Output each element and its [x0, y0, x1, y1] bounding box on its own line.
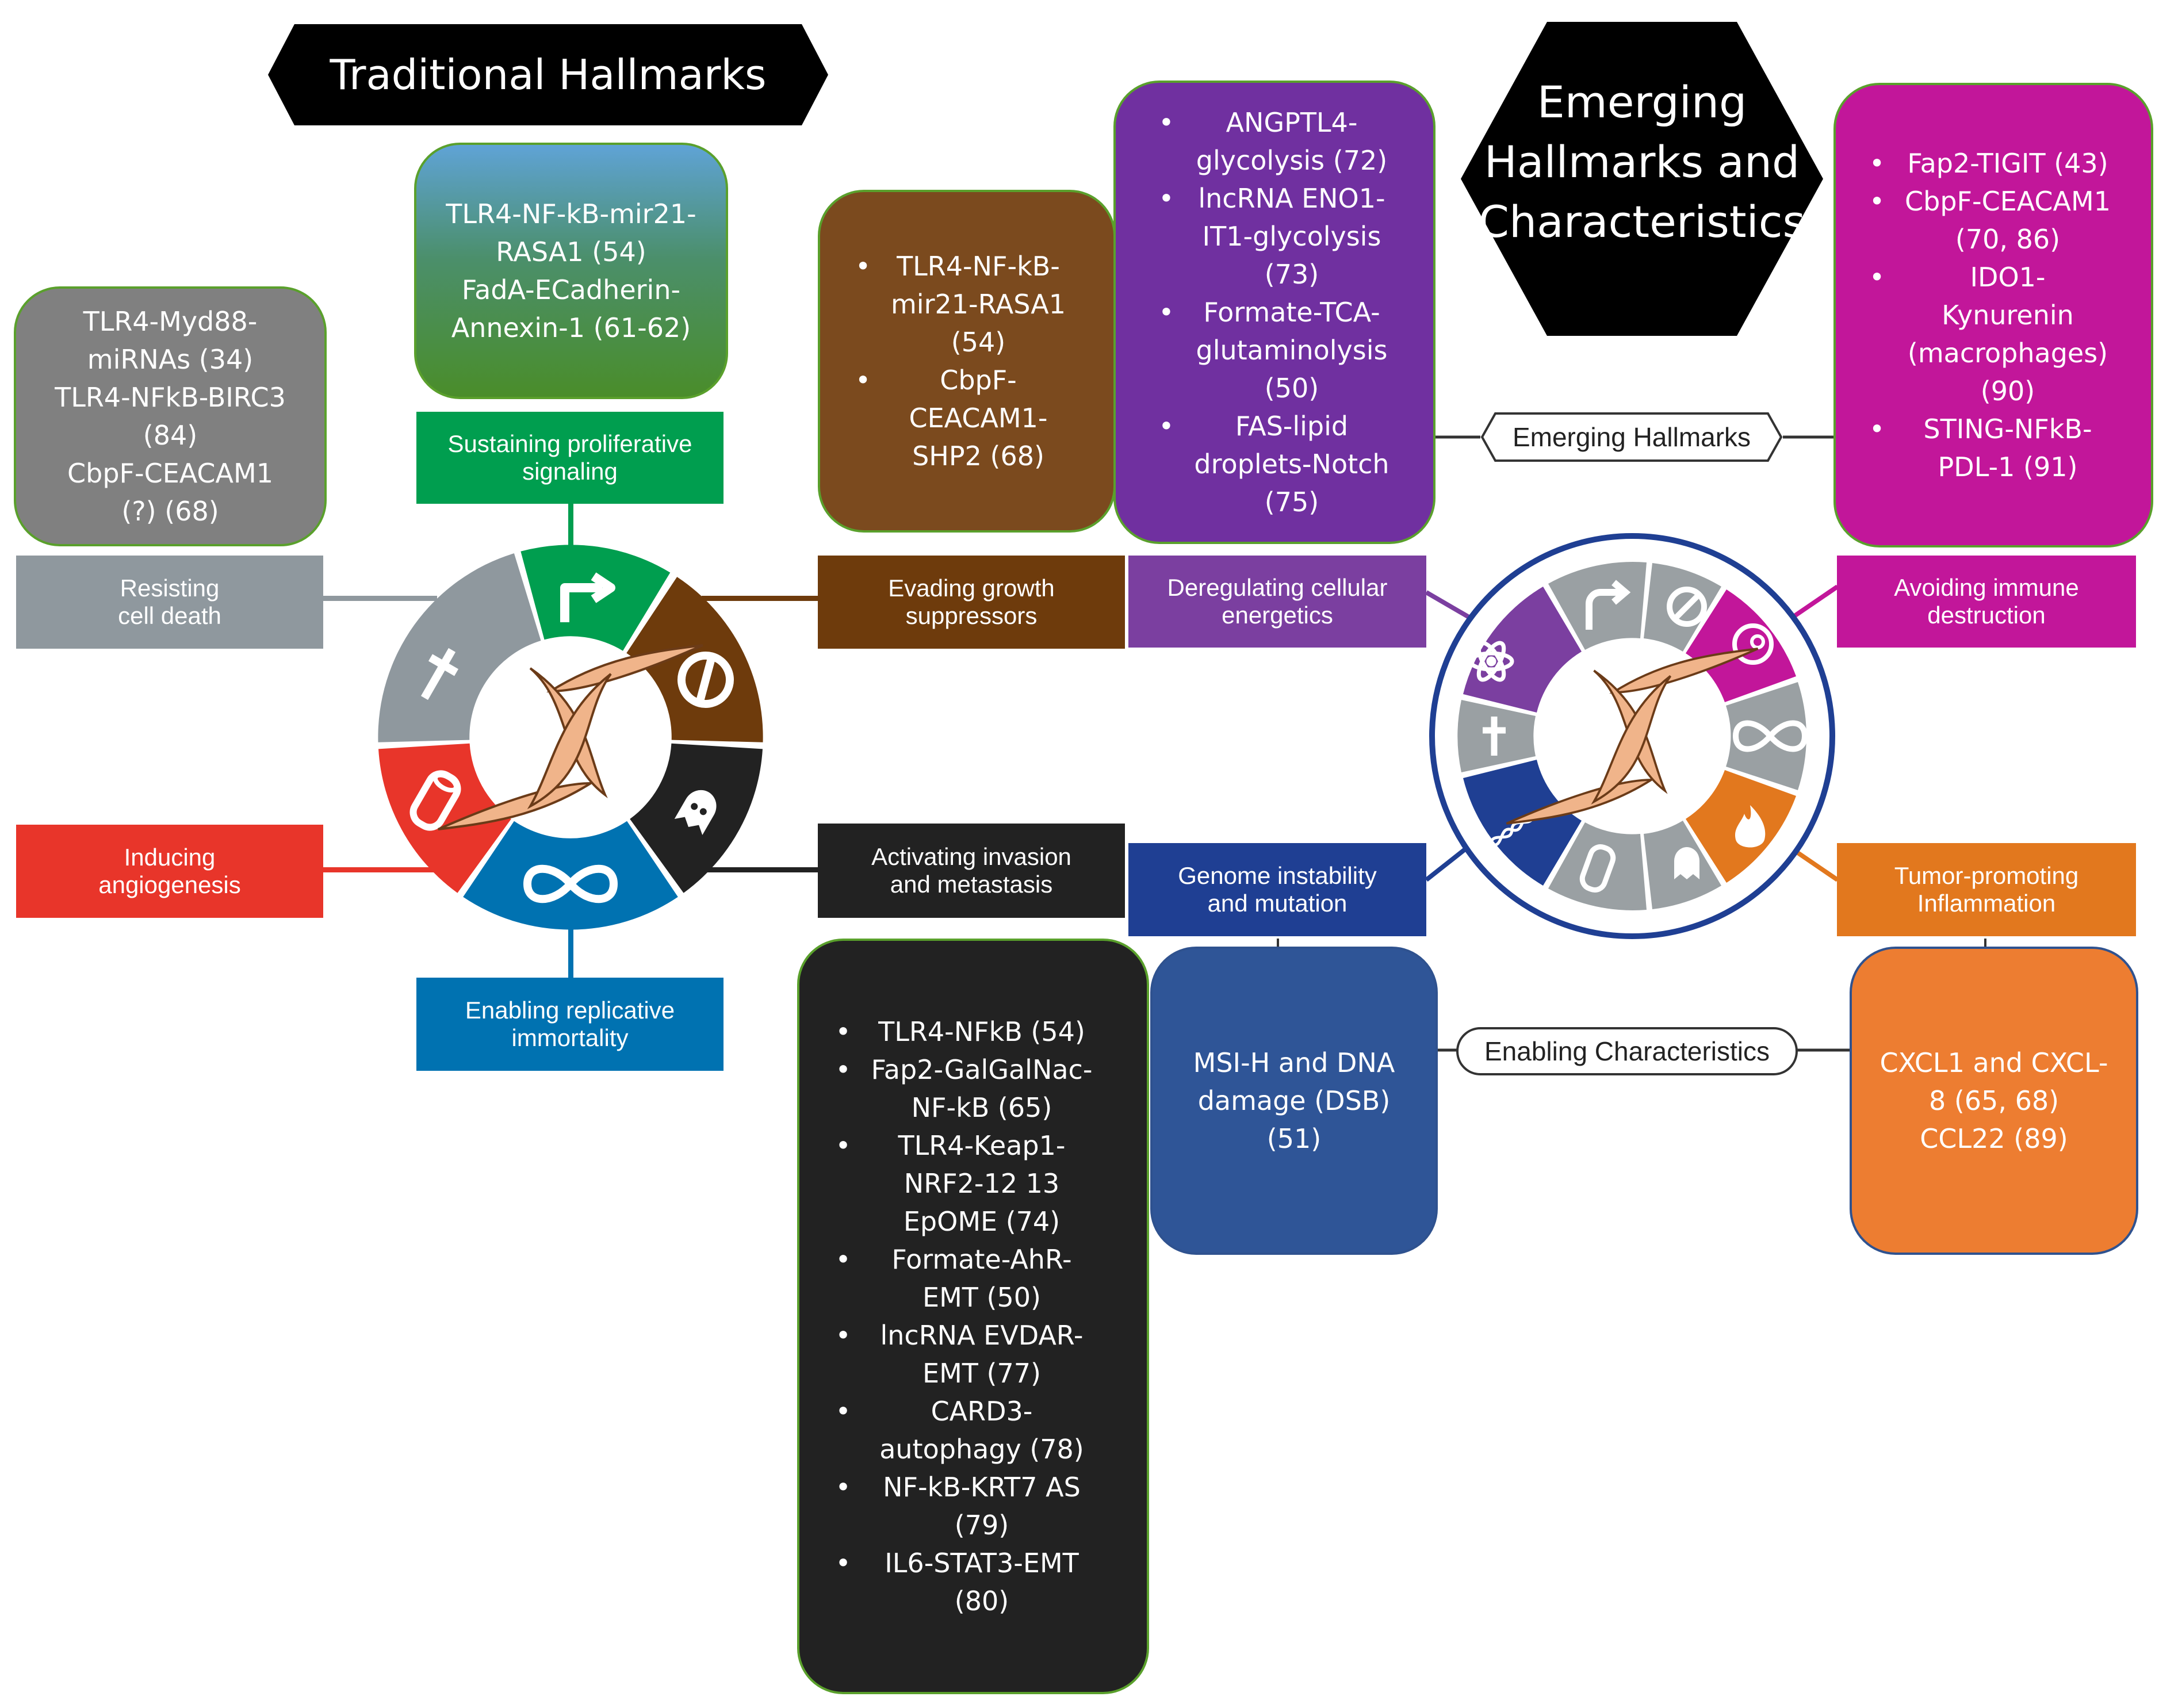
box-evading-growth-suppressors: TLR4-NF-kB- mir21-RASA1 (54) CbpF- CEACA… [818, 190, 1116, 533]
dna-icon [438, 644, 703, 830]
list-item: CbpF- CEACAM1- SHP2 (68) [851, 361, 1066, 475]
label-inducing-angiogenesis: Inducing angiogenesis [16, 825, 323, 918]
list-item: lncRNA ENO1- IT1-glycolysis (73) [1154, 179, 1389, 293]
emerging-segment-energetics [1463, 587, 1582, 713]
vessel-icon [409, 770, 461, 831]
list-item: TLR4-Keap1- NRF2-12 13 EpOME (74) [831, 1127, 1093, 1240]
list-item: CbpF-CEACAM1 (70, 86) [1865, 182, 2111, 258]
label-deregulating-energetics: Deregulating cellular energetics [1128, 556, 1426, 648]
enabling-characteristics-pill: Enabling Characteristics [1456, 1027, 1798, 1075]
list-item: TLR4-NF-kB- mir21-RASA1 (54) [851, 247, 1066, 361]
emerging-title-line-1: Emerging [1537, 76, 1747, 128]
flame-icon [1735, 805, 1766, 848]
emerging-hallmarks-pill: Emerging Hallmarks [1480, 412, 1783, 462]
emerging-blocked-icon [1667, 587, 1707, 627]
emerging-infinity-icon [1732, 720, 1808, 752]
box-avoiding-immune-destruction: Fap2-TIGIT (43) CbpF-CEACAM1 (70, 86) ID… [1833, 83, 2153, 547]
emerging-title-line-2: Hallmarks and [1484, 136, 1800, 187]
arrow-icon [560, 572, 615, 622]
label-activating-invasion: Activating invasion and metastasis [818, 824, 1125, 918]
box-sustaining-signaling: TLR4-NF-kB-mir21- RASA1 (54) FadA-ECadhe… [414, 143, 728, 399]
connector-immortality [568, 918, 573, 981]
connector-activating [707, 867, 820, 872]
connector-sustaining [568, 500, 573, 558]
emerging-segment-immortality [1726, 682, 1806, 790]
list-item: FAS-lipid droplets-Notch (75) [1154, 407, 1389, 521]
emerging-arrow-icon [1586, 580, 1631, 630]
connector-resisting [322, 596, 437, 601]
wheel-segment-immortality [463, 821, 678, 930]
wheel-segment-resisting [378, 553, 541, 742]
list-item: TLR4-NFkB (54) [831, 1013, 1093, 1051]
ghost-icon [674, 790, 717, 835]
immune-cell-icon [1732, 623, 1774, 665]
list-item: Fap2-GalGalNac- NF-kB (65) [831, 1051, 1093, 1127]
connector-angiogenesis [322, 867, 437, 872]
traditional-hallmarks-wheel [378, 545, 763, 930]
emerging-title-line-3: Characteristics [1478, 196, 1806, 247]
cross-icon [420, 648, 459, 700]
emerging-hallmarks-header: Emerging Hallmarks and Characteristics [1461, 22, 1823, 336]
label-genome-instability: Genome instability and mutation [1128, 843, 1426, 936]
box-tumor-promoting-inflammation: CXCL1 and CXCL- 8 (65, 68) CCL22 (89) [1850, 947, 2138, 1255]
label-resisting-cell-death: Resisting cell death [16, 556, 323, 649]
atom-icon [1468, 641, 1514, 682]
emerging-dna-icon [1506, 648, 1759, 825]
emerging-ghost-icon [1674, 847, 1699, 879]
list-item: ANGPTL4- glycolysis (72) [1154, 104, 1389, 179]
infinity-icon [523, 864, 618, 903]
emerging-cross-icon [1483, 717, 1506, 756]
list-item: Formate-AhR- EMT (50) [831, 1240, 1093, 1316]
label-sustaining-signaling: Sustaining proliferative signaling [416, 412, 724, 504]
list-item: lncRNA EVDAR- EMT (77) [831, 1316, 1093, 1392]
label-tumor-promoting-inflammation: Tumor-promoting Inflammation [1837, 843, 2136, 936]
list-item: NF-kB-KRT7 AS (79) [831, 1468, 1093, 1544]
emerging-segment-immune [1686, 589, 1796, 702]
label-replicative-immortality: Enabling replicative immortality [416, 978, 724, 1071]
list-item: Fap2-TIGIT (43) [1865, 144, 2111, 182]
emerging-segment-sustaining [1548, 562, 1647, 650]
list-item: IL6-STAT3-EMT (80) [831, 1544, 1093, 1620]
list-item: STING-NFkB- PDL-1 (91) [1865, 410, 2111, 486]
box-genome-instability: MSI-H and DNA damage (DSB) (51) [1150, 947, 1438, 1255]
label-avoiding-immune-destruction: Avoiding immune destruction [1837, 556, 2136, 648]
traditional-hallmarks-title: Traditional Hallmarks [330, 51, 767, 99]
emerging-segment-angiogenesis [1548, 822, 1647, 910]
list-item: CARD3- autophagy (78) [831, 1392, 1093, 1468]
box-activating-invasion: TLR4-NFkB (54) Fap2-GalGalNac- NF-kB (65… [797, 939, 1149, 1694]
emerging-vessel-icon [1579, 844, 1616, 893]
traditional-hallmarks-header: Traditional Hallmarks [268, 24, 828, 125]
blocked-icon [677, 652, 734, 708]
list-item: IDO1- Kynurenin (macrophages) (90) [1865, 258, 2111, 410]
emerging-hallmarks-wheel [1429, 533, 1835, 939]
box-deregulating-energetics: ANGPTL4- glycolysis (72) lncRNA ENO1- IT… [1113, 81, 1435, 544]
list-item: Formate-TCA- glutaminolysis (50) [1154, 293, 1389, 407]
connector-evading [702, 596, 820, 601]
label-evading-growth-suppressors: Evading growth suppressors [818, 556, 1125, 649]
box-resisting-cell-death: TLR4-Myd88- miRNAs (34) TLR4-NFkB-BIRC3 … [14, 286, 327, 546]
